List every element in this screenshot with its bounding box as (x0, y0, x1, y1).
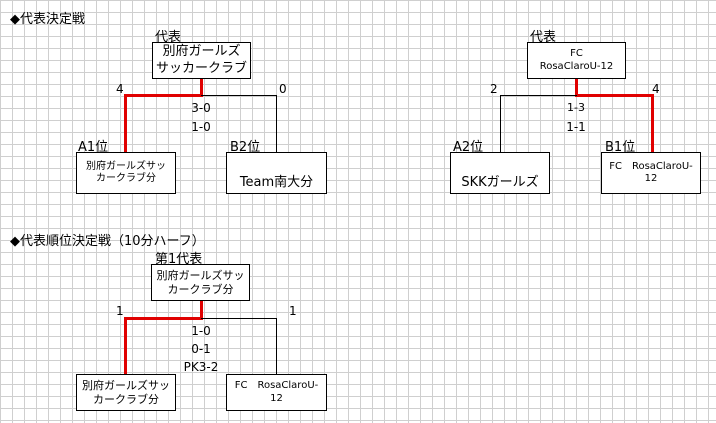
bracketA-game1: 3-0 (191, 101, 211, 115)
bracketB-left-score: 2 (490, 82, 498, 96)
bracketB-winner-stem (575, 79, 578, 96)
bracketB-left-vline (500, 95, 501, 152)
placement-left-score: 1 (116, 304, 124, 318)
placement-label: 第1代表 (155, 252, 203, 267)
bracketB-game1: 1-3 (567, 101, 585, 114)
bracketA-right-hline (201, 95, 277, 96)
bracketA-left-rank: A1位 (78, 140, 109, 155)
placement-right-team-box: FC RosaClaroU- 12 (226, 374, 327, 411)
bracketB-right-rank: B1位 (605, 140, 636, 155)
placement-game2: 0-1 (191, 342, 211, 356)
placement-winner-box: 別府ガールズサッ カークラブ分 (151, 264, 250, 301)
bracketB-label: 代表 (530, 30, 557, 45)
placement-left-team-box: 別府ガールズサッ カークラブ分 (76, 374, 176, 411)
bracketB-left-team-box: SKKガールズ (450, 152, 550, 194)
bracketA-left-vline (124, 94, 127, 152)
bracketB-left-rank: A2位 (453, 140, 484, 155)
placement-left-hline (124, 317, 203, 320)
bracketA-label: 代表 (155, 30, 182, 45)
bracketA-right-vline (276, 95, 277, 152)
bracketA-right-team-box: Team南大分 (226, 152, 327, 194)
placement-winner-stem (200, 301, 203, 319)
placement-right-score: 1 (289, 304, 297, 318)
placement-left-vline (124, 317, 127, 375)
placement-game1: 1-0 (191, 324, 211, 338)
bracketA-winner-stem (200, 79, 203, 96)
bracketB-game2: 1-1 (566, 120, 586, 134)
bracketA-left-hline (124, 94, 203, 97)
bracketA-right-score: 0 (279, 82, 287, 96)
bracketB-right-score: 4 (652, 82, 660, 96)
bracketB-right-hline (575, 94, 654, 97)
placement-right-hline (201, 318, 277, 319)
bracketA-left-score: 4 (116, 82, 124, 96)
bracketB-left-hline (500, 95, 577, 96)
bracketB-right-vline (651, 94, 654, 152)
bracketA-left-team-box: 別府ガールズサッ カークラブ分 (76, 152, 176, 194)
bracketA-winner-box: 別府ガールズ サッカークラブ (152, 42, 251, 79)
bracketB-right-team-box: FC RosaClaroU- 12 (601, 152, 701, 194)
placement-game3: PK3-2 (183, 360, 219, 374)
bracketB-winner-box: FC RosaClaroU-12 (527, 42, 626, 79)
section1-heading: ◆代表決定戦 (10, 12, 85, 27)
placement-right-vline (276, 318, 277, 375)
section2-heading: ◆代表順位決定戦（10分ハーフ） (10, 234, 205, 249)
bracketA-game2: 1-0 (191, 120, 211, 134)
bracketA-right-rank: B2位 (230, 140, 261, 155)
